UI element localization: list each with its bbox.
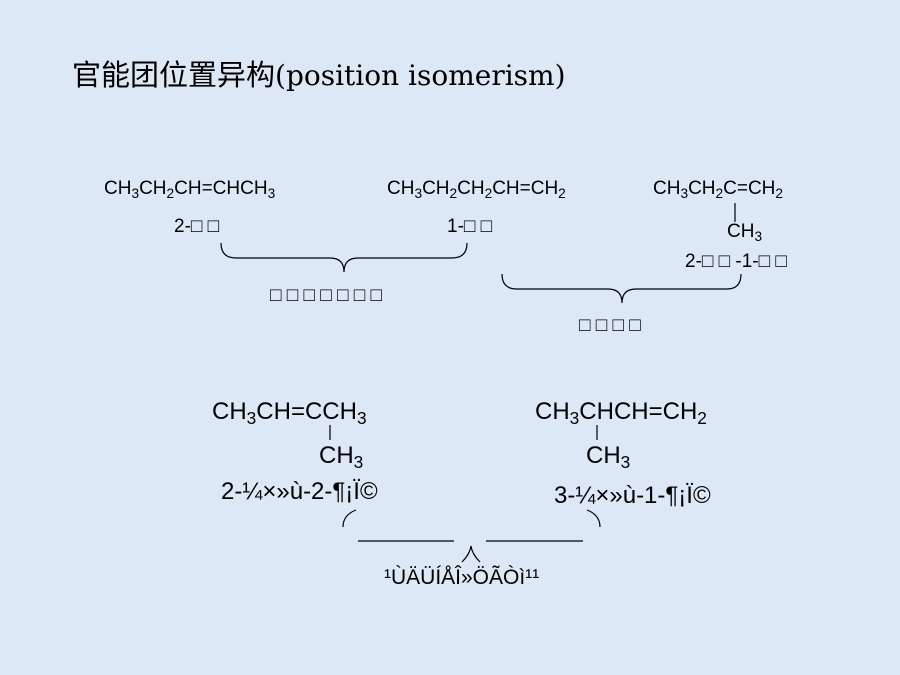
- formula-3-methyl-1-butene: CH3CHCH=CH2: [535, 398, 707, 429]
- name-2-methyl-2-butene: 2-¼×»ù-2-¶¡Ï©: [221, 478, 378, 505]
- brace-3-tip: [461, 545, 481, 563]
- formula-2-butene: CH3CH2CH=CHCH3: [104, 178, 276, 202]
- formula-2-methylpropene: CH3CH2C=CH2: [653, 178, 783, 202]
- branch-methyl-m3: CH3: [727, 221, 763, 245]
- formula-1-butene: CH3CH2CH2CH=CH2: [387, 178, 566, 202]
- branch-methyl-m4: CH3: [319, 442, 364, 473]
- brace-3-right-curl: [586, 509, 601, 528]
- brace-3-left-curl: [342, 509, 357, 528]
- brace-1-label: □ □ □ □ □ □ □: [270, 285, 383, 306]
- brace-2: [501, 273, 742, 304]
- brace-3-label: ¹ÙÄÜÍÅÎ»ÖÃÒì¹¹: [384, 566, 540, 589]
- branch-methyl-m5: CH3: [586, 442, 631, 473]
- name-1-butene: 1-□ □: [447, 216, 493, 237]
- brace-1: [220, 242, 468, 273]
- name-3-methyl-1-butene: 3-¼×»ù-1-¶¡Ï©: [554, 482, 711, 509]
- name-2-butene: 2-□ □: [174, 216, 220, 237]
- brace-2-label: □ □ □ □: [579, 315, 641, 336]
- formula-2-methyl-2-butene: CH3CH=CCH3: [212, 398, 367, 429]
- title-english: (position isomerism): [275, 59, 566, 92]
- title-chinese: 官能团位置异构: [72, 58, 276, 92]
- name-2-methylpropene: 2-□ □ -1-□ □: [685, 251, 787, 272]
- slide-title: 官能团位置异构(position isomerism): [72, 52, 566, 94]
